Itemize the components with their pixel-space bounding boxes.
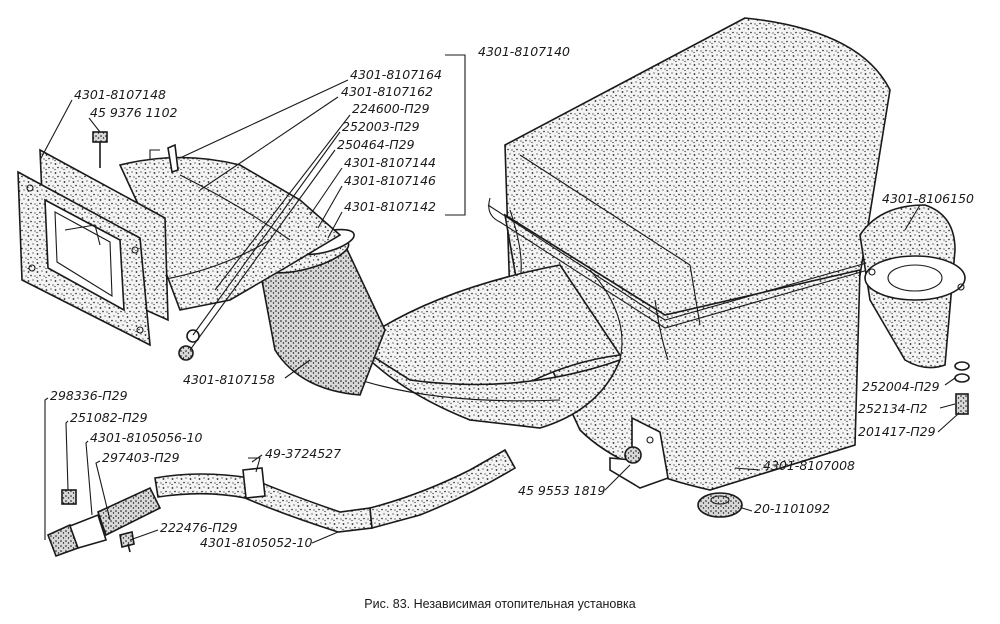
label-4301-8107158: 4301-8107158: [183, 372, 275, 387]
label-4301-8107162: 4301-8107162: [341, 84, 433, 99]
label-20-1101092: 20-1101092: [754, 501, 830, 516]
label-252004-p29: 252004-П29: [862, 379, 940, 394]
bolt: [92, 131, 108, 168]
label-4301-8107142: 4301-8107142: [344, 199, 436, 214]
flange-plate: [17, 148, 169, 347]
label-4301-8107144: 4301-8107144: [344, 155, 436, 170]
clamp-8106150: [859, 204, 966, 369]
label-298336-p29: 298336-П29: [50, 388, 128, 403]
fuel-hose: [154, 448, 517, 533]
leader-lines: [39, 54, 959, 544]
label-250464-p29: 250464-П29: [337, 137, 415, 152]
label-251082-p29: 251082-П29: [70, 410, 148, 425]
heater-housing: [487, 17, 891, 491]
label-49-3724527: 49-3724527: [265, 446, 341, 461]
inlet-duct: [118, 143, 342, 311]
label-4301-8107140: 4301-8107140: [478, 44, 570, 59]
label-45-9376-1102: 45 9376 1102: [90, 105, 178, 120]
grommet: [697, 492, 743, 518]
label-297403-p29: 297403-П29: [102, 450, 180, 465]
label-4301-8107148: 4301-8107148: [74, 87, 166, 102]
elbow-duct: [353, 264, 623, 429]
label-4301-8107008: 4301-8107008: [763, 458, 855, 473]
label-224600-p29: 224600-П29: [352, 101, 430, 116]
label-252003-p29: 252003-П29: [342, 119, 420, 134]
label-45-9553-1819: 45 9553 1819: [518, 483, 606, 498]
fasteners-right: [954, 361, 970, 415]
figure-caption: Рис. 83. Независимая отопительная устано…: [364, 597, 636, 611]
label-4301-8107146: 4301-8107146: [344, 173, 436, 188]
label-252134-p2: 252134-П2: [858, 401, 928, 416]
label-222476-p29: 222476-П29: [160, 520, 238, 535]
small-nut: [178, 329, 200, 361]
label-4301-8105056-10: 4301-8105056-10: [90, 430, 202, 445]
label-4301-8106150: 4301-8106150: [882, 191, 974, 206]
label-201417-p29: 201417-П29: [858, 424, 936, 439]
label-4301-8105052-10: 4301-8105052-10: [200, 535, 312, 550]
label-4301-8107164: 4301-8107164: [350, 67, 442, 82]
fuel-fitting: [46, 486, 162, 558]
